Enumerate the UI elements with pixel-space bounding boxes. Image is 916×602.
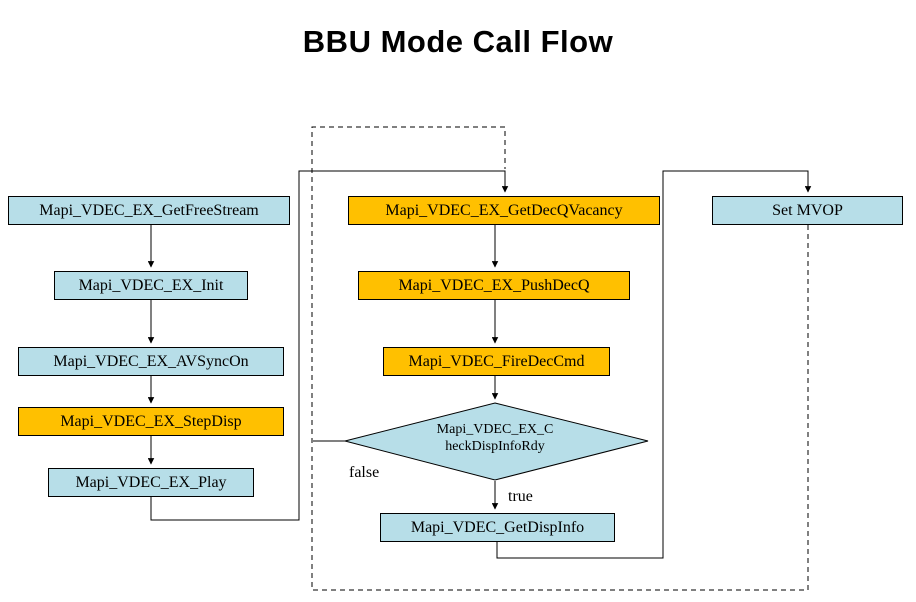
node-push-decq-label: Mapi_VDEC_EX_PushDecQ <box>398 276 590 294</box>
edge-loop-setmvop-to-getdecqvacancy-dashed <box>311 126 809 591</box>
node-get-decq-vacancy: Mapi_VDEC_EX_GetDecQVacancy <box>348 196 660 225</box>
diamond-label-line2: heckDispInfoRdy <box>445 439 545 454</box>
node-set-mvop: Set MVOP <box>712 196 903 225</box>
node-step-disp: Mapi_VDEC_EX_StepDisp <box>18 407 284 436</box>
node-avsync-on: Mapi_VDEC_EX_AVSyncOn <box>18 347 284 376</box>
node-step-disp-label: Mapi_VDEC_EX_StepDisp <box>60 412 242 430</box>
node-play: Mapi_VDEC_EX_Play <box>48 468 254 497</box>
edge-play-to-getdecqvacancy <box>150 170 509 521</box>
edge-label-false: false <box>349 464 380 481</box>
node-fire-dec-cmd-label: Mapi_VDEC_FireDecCmd <box>408 352 585 370</box>
node-avsync-on-label: Mapi_VDEC_EX_AVSyncOn <box>53 352 249 370</box>
edge-getdispinfo-to-setmvop <box>496 170 812 559</box>
diamond-label-line1: Mapi_VDEC_EX_C <box>436 422 554 437</box>
node-get-free-stream-label: Mapi_VDEC_EX_GetFreeStream <box>39 201 259 219</box>
diagram-title: BBU Mode Call Flow <box>302 24 614 59</box>
node-push-decq: Mapi_VDEC_EX_PushDecQ <box>358 271 630 300</box>
node-get-decq-vacancy-label: Mapi_VDEC_EX_GetDecQVacancy <box>385 201 623 219</box>
node-set-mvop-label: Set MVOP <box>772 201 843 219</box>
node-init: Mapi_VDEC_EX_Init <box>54 271 248 300</box>
node-fire-dec-cmd: Mapi_VDEC_FireDecCmd <box>383 347 610 376</box>
node-check-disp-info-rdy-label: Mapi_VDEC_EX_C heckDispInfoRdy <box>360 421 630 455</box>
node-get-free-stream: Mapi_VDEC_EX_GetFreeStream <box>8 196 290 225</box>
node-play-label: Mapi_VDEC_EX_Play <box>75 473 227 491</box>
node-check-disp-info-rdy-shape <box>344 402 649 481</box>
node-init-label: Mapi_VDEC_EX_Init <box>78 276 224 294</box>
edge-label-true: true <box>508 488 533 505</box>
node-get-disp-info-label: Mapi_VDEC_GetDispInfo <box>410 518 585 536</box>
node-get-disp-info: Mapi_VDEC_GetDispInfo <box>380 513 615 542</box>
